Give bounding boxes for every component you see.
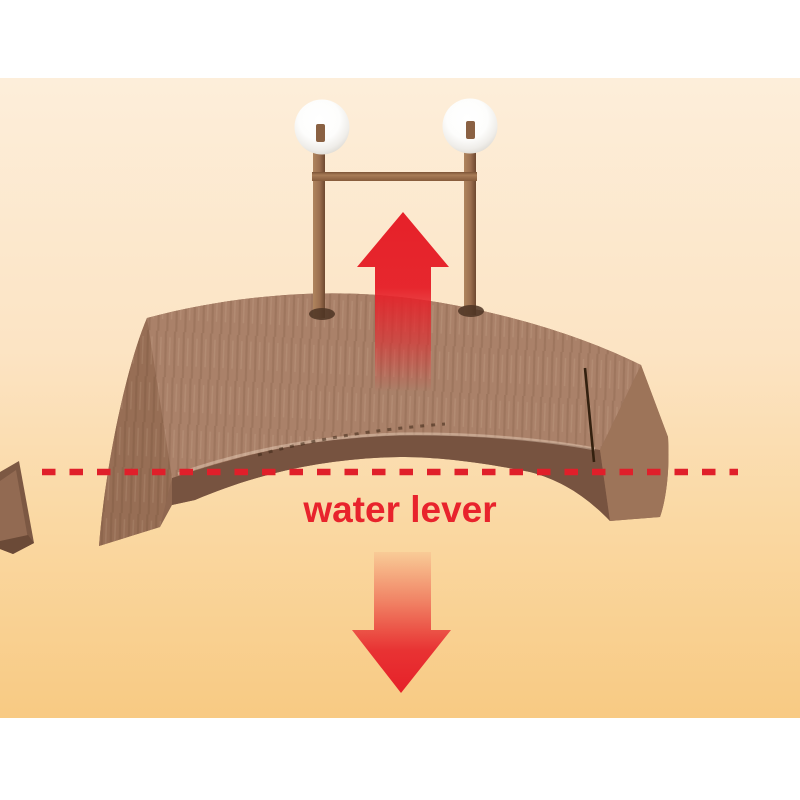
up-arrow-icon <box>357 212 449 392</box>
post-foot-left <box>309 308 335 320</box>
bridge-underside <box>172 434 610 521</box>
corner-ornament-fragment <box>0 461 34 554</box>
railing-crossbar <box>312 172 477 181</box>
left-foot-grain <box>99 318 172 546</box>
water-level-label: water lever <box>302 489 496 530</box>
down-arrow-icon <box>352 552 451 693</box>
railing-post-left <box>313 130 325 318</box>
post-tip-left <box>316 124 325 142</box>
deck-slit <box>583 367 596 463</box>
bridge-right-face <box>600 365 669 521</box>
railing-post-right <box>464 127 476 315</box>
post-foot-right <box>458 305 484 317</box>
railing <box>294 98 498 320</box>
deck-stitch-row <box>257 422 446 457</box>
deck-front-highlight <box>177 432 596 476</box>
post-tip-right <box>466 121 475 139</box>
